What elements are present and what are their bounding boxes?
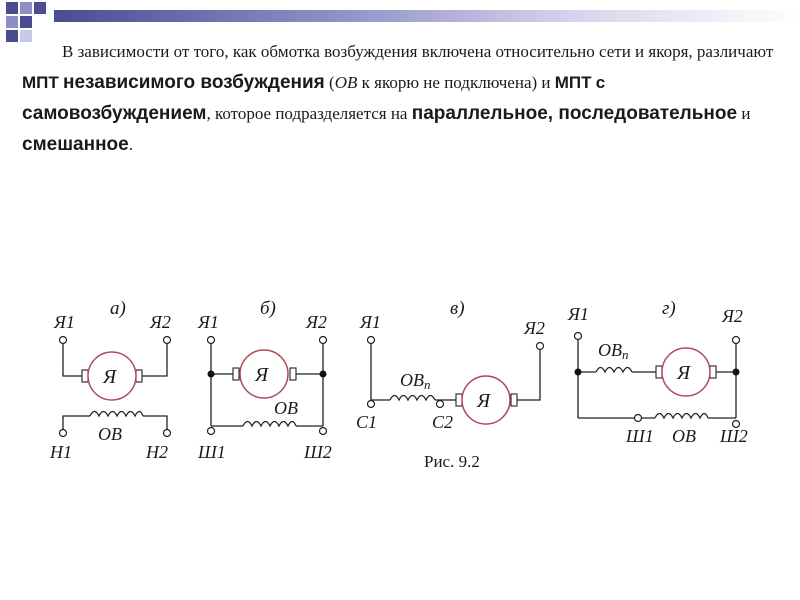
- term-independent: независимого возбуждения: [63, 72, 325, 93]
- term-self: самовозбуждением: [22, 103, 207, 124]
- tag-d: г): [662, 298, 676, 319]
- winding-label-c: ОВп: [400, 370, 431, 392]
- armature-label-a: Я: [102, 366, 118, 388]
- svg-text:Я1: Я1: [567, 304, 589, 324]
- svg-text:Я: Я: [676, 362, 692, 384]
- svg-text:Ш1: Ш1: [197, 442, 226, 462]
- tag-a: а): [110, 298, 126, 319]
- winding-label-d-top: ОВп: [598, 340, 629, 362]
- term-mpt: МПТ: [22, 73, 59, 92]
- header-squares: [0, 0, 60, 52]
- figure-9-2: .w { stroke:#222; stroke-width:1.3; fill…: [40, 290, 760, 490]
- winding-label-a: ОВ: [98, 424, 122, 444]
- terminal-ya2: [162, 335, 172, 345]
- svg-text:С1: С1: [356, 412, 377, 432]
- diagram-a: а) Я1 Я2 Я ОВ Н1 Н2: [49, 298, 172, 462]
- terminal-label-ya1: Я1: [53, 312, 75, 332]
- armature-a: [87, 351, 137, 401]
- circuit-diagrams: .w { stroke:#222; stroke-width:1.3; fill…: [49, 298, 748, 462]
- svg-text:Я: Я: [476, 390, 492, 412]
- svg-text:С2: С2: [432, 412, 453, 432]
- svg-text:Ш2: Ш2: [719, 426, 748, 446]
- svg-text:Ш2: Ш2: [303, 442, 332, 462]
- svg-text:Я2: Я2: [721, 306, 743, 326]
- terminal-ya1: [58, 335, 68, 345]
- svg-text:Ш1: Ш1: [625, 426, 654, 446]
- terminal-n2: [162, 428, 172, 438]
- term-mixed: смешанное: [22, 134, 129, 155]
- winding-label-d: ОВ: [672, 426, 696, 446]
- diagram-c: в) Я1 Я2 Я ОВп С1 С2: [356, 298, 545, 432]
- term-mpt-2: МПТ: [554, 73, 592, 92]
- body-text: В зависимости от того, как обмотка возбу…: [22, 36, 784, 160]
- tag-c: в): [450, 298, 465, 319]
- figure-caption: Рис. 9.2: [424, 452, 480, 471]
- terminal-label-ya1-b: Я1: [197, 312, 219, 332]
- terminal-label-ya2-b: Я2: [305, 312, 327, 332]
- paragraph: В зависимости от того, как обмотка возбу…: [22, 42, 774, 155]
- terminal-label-ya2: Я2: [149, 312, 171, 332]
- armature-b: [239, 349, 289, 399]
- svg-text:Я1: Я1: [359, 312, 381, 332]
- header-gradient-bar: [54, 10, 800, 22]
- diagram-b: б) Я1 Я2 Я ОВ Ш1 Ш2: [197, 298, 332, 462]
- diagram-d: г) Я1 Я2 Я ОВп ОВ Ш1 Ш2: [567, 298, 748, 446]
- tag-b: б): [260, 298, 276, 319]
- terminal-label-n2: Н2: [145, 442, 168, 462]
- armature-c: [461, 375, 511, 425]
- text-intro: В зависимости от того, как обмотка возбу…: [62, 42, 774, 61]
- svg-text:Я: Я: [254, 364, 270, 386]
- terminal-label-n1: Н1: [49, 442, 72, 462]
- armature-d: [661, 347, 711, 397]
- term-parallel-series: параллельное, последовательное: [411, 103, 738, 124]
- term-ov: ОВ: [334, 73, 358, 92]
- terminal-n1: [58, 428, 68, 438]
- svg-text:Я2: Я2: [523, 318, 545, 338]
- winding-label-b: ОВ: [274, 398, 298, 418]
